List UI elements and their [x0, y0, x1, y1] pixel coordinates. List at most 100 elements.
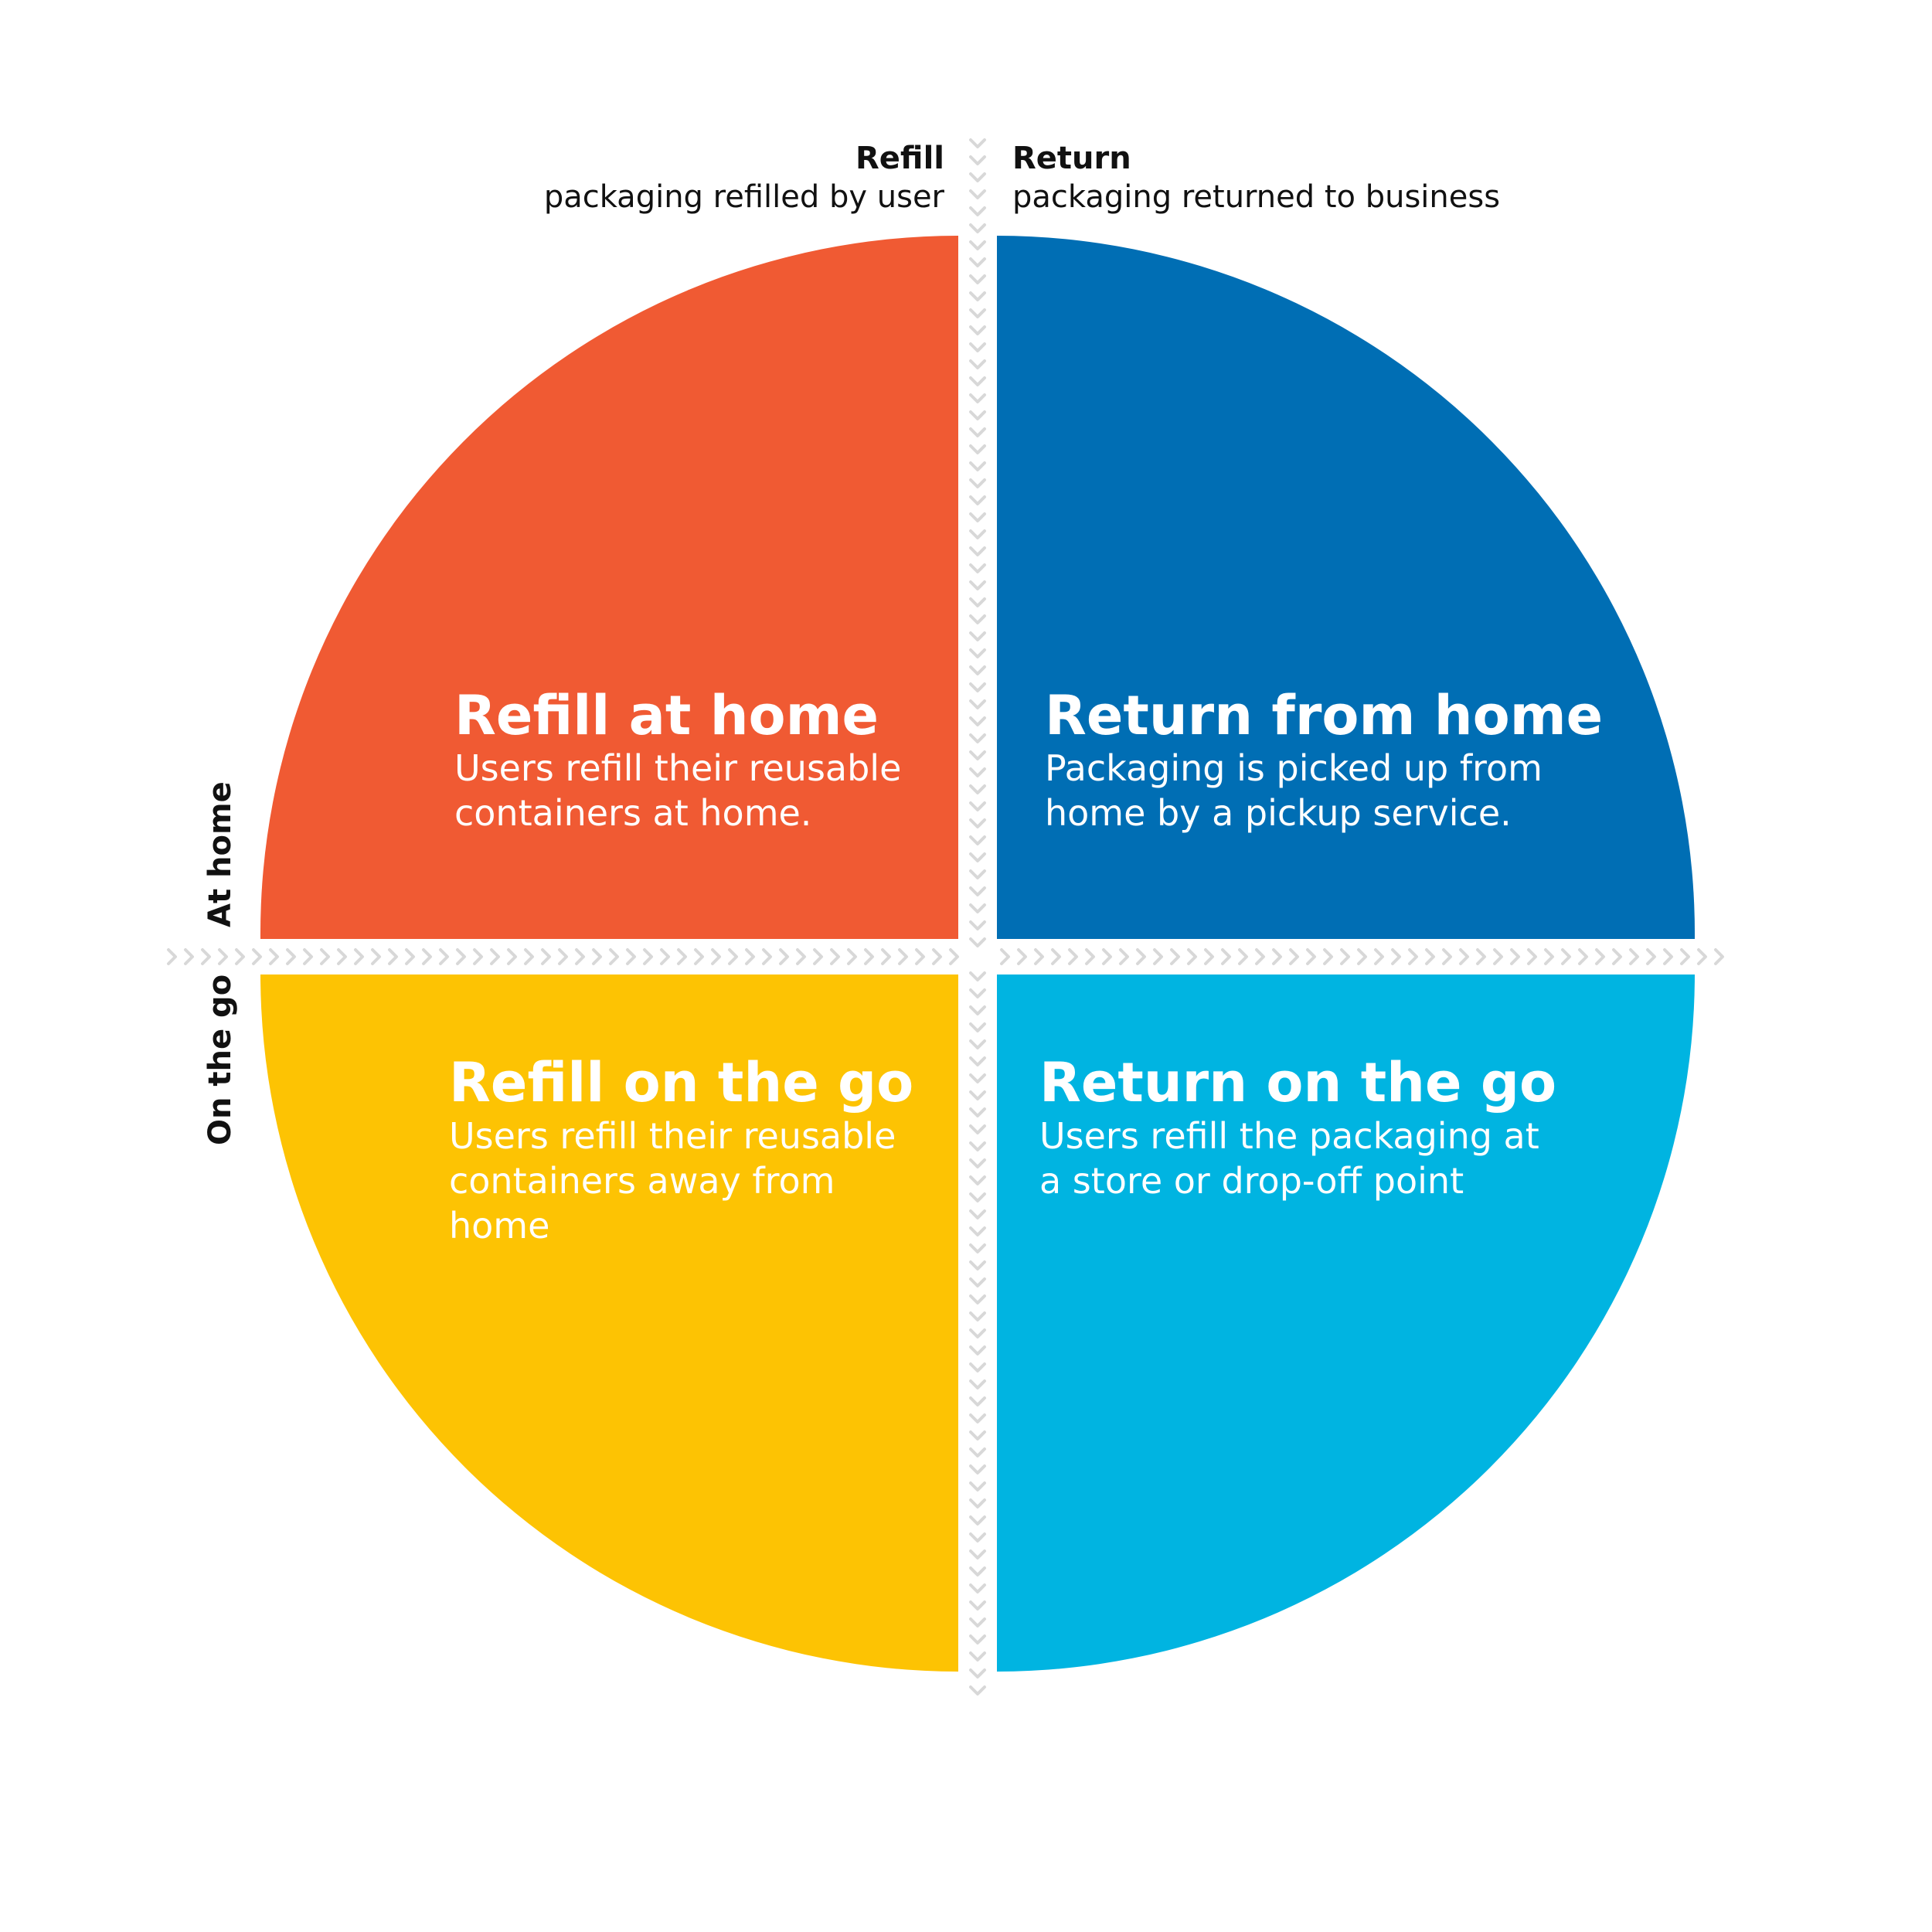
chevron-icon [269, 948, 279, 965]
chevron-icon [969, 461, 986, 471]
chevron-icon [969, 1294, 986, 1304]
chevron-icon [592, 948, 602, 965]
return-axis-subtitle: packaging returned to business [1012, 179, 1500, 215]
chevron-icon [969, 478, 986, 488]
chevron-icon [969, 971, 986, 981]
chevron-icon [507, 948, 517, 965]
chevron-icon [969, 784, 986, 794]
chevron-icon [337, 948, 347, 965]
chevron-icon [932, 948, 942, 965]
chevron-icon [969, 1175, 986, 1185]
chevron-icon [969, 1243, 986, 1253]
chevron-icon [969, 1379, 986, 1389]
chevron-icon [830, 948, 840, 965]
chevron-icon [969, 495, 986, 505]
chevron-icon [969, 563, 986, 573]
chevron-icon [1408, 948, 1418, 965]
refill-at-home-title: Refill at home [454, 684, 879, 747]
quadrant-return-from-home [997, 236, 1696, 939]
chevron-icon [1051, 948, 1061, 965]
chevron-icon [1102, 948, 1112, 965]
chevron-icon [969, 597, 986, 607]
chevron-icon [969, 427, 986, 437]
return-from-home-line-2: home by a pickup service. [1045, 792, 1512, 834]
return-on-the-go-line-2: a store or drop-off point [1039, 1160, 1464, 1202]
chevron-icon [969, 1107, 986, 1117]
refill-on-the-go-line-3: home [449, 1205, 549, 1247]
return-on-the-go-title: Return on the go [1039, 1051, 1556, 1114]
chevron-icon [969, 1345, 986, 1355]
chevron-icon [969, 410, 986, 420]
chevron-icon [969, 1515, 986, 1526]
chevron-icon [762, 948, 772, 965]
chevron-icon [969, 1430, 986, 1440]
chevron-icon [660, 948, 670, 965]
chevron-icon [969, 920, 986, 930]
chevron-icon [969, 733, 986, 743]
chevron-icon [969, 1362, 986, 1372]
chevron-icon [969, 393, 986, 403]
chevron-icon [524, 948, 534, 965]
chevron-icon [320, 948, 330, 965]
on-the-go-label: On the go [202, 975, 238, 1145]
chevron-icon [422, 948, 432, 965]
chevron-icon [1119, 948, 1129, 965]
chevron-icon [1323, 948, 1333, 965]
chevron-icon [969, 1668, 986, 1679]
chevron-icon [969, 835, 986, 845]
chevron-icon [456, 948, 466, 965]
chevron-icon [1187, 948, 1197, 965]
chevron-icon [969, 750, 986, 760]
chevron-icon [558, 948, 568, 965]
chevron-icon [1629, 948, 1639, 965]
chevron-icon [1238, 948, 1248, 965]
chevron-icon [969, 1328, 986, 1338]
chevron-icon [969, 869, 986, 879]
chevron-icon [711, 948, 721, 965]
chevron-icon [969, 1073, 986, 1083]
chevron-icon [1527, 948, 1537, 965]
chevron-icon [405, 948, 415, 965]
chevron-icon [969, 648, 986, 658]
chevron-icon [1272, 948, 1282, 965]
chevron-icon [969, 1039, 986, 1049]
chevron-icon [1578, 948, 1588, 965]
chevron-icon [1612, 948, 1622, 965]
chevron-icon [1544, 948, 1554, 965]
refill-on-the-go-line-1: Users refill their reusable [449, 1115, 896, 1157]
chevron-icon [969, 903, 986, 913]
chevron-icon [898, 948, 908, 965]
chevron-icon [286, 948, 296, 965]
chevron-icon [969, 359, 986, 369]
chevron-icon [969, 1260, 986, 1270]
chevron-icon [969, 886, 986, 896]
chevron-icon [969, 1413, 986, 1423]
chevron-icon [1204, 948, 1214, 965]
chevron-icon [949, 948, 959, 965]
chevron-icon [969, 1651, 986, 1662]
horizontal-divider [167, 948, 1724, 965]
chevron-icon [813, 948, 823, 965]
chevron-icon [969, 444, 986, 454]
chevron-icon [490, 948, 500, 965]
chevron-icon [354, 948, 364, 965]
vertical-divider [969, 138, 986, 1696]
chevron-icon [1017, 948, 1027, 965]
chevron-icon [969, 1566, 986, 1577]
chevron-icon [969, 937, 986, 947]
chevron-icon [969, 1532, 986, 1543]
chevron-icon [728, 948, 738, 965]
chevron-icon [1391, 948, 1401, 965]
chevron-icon [969, 1022, 986, 1032]
chevron-icon [969, 1481, 986, 1492]
chevron-icon [881, 948, 891, 965]
chevron-icon [252, 948, 262, 965]
chevron-icon [745, 948, 755, 965]
chevron-icon [1085, 948, 1095, 965]
chevron-icon [969, 1549, 986, 1560]
chevron-icon [1374, 948, 1384, 965]
chevron-icon [969, 1158, 986, 1168]
chevron-icon [969, 138, 986, 148]
chevron-icon [969, 1600, 986, 1611]
chevron-icon [969, 1634, 986, 1645]
